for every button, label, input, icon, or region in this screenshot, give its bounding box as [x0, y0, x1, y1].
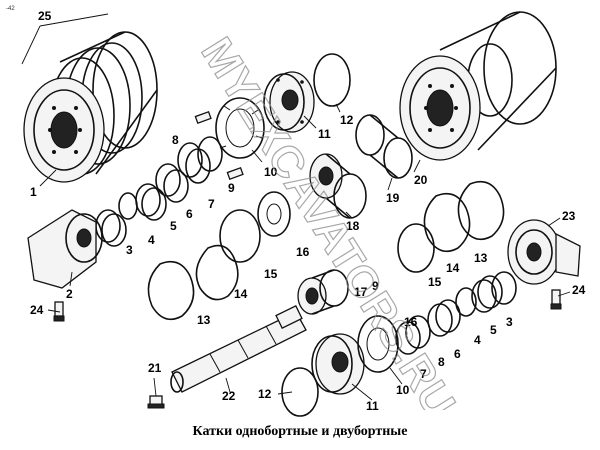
support-bracket-left: [27, 209, 103, 289]
label-3-right: 3: [506, 315, 513, 329]
label-8-right: 8: [438, 355, 445, 369]
label-6-right: 6: [454, 347, 461, 361]
label-19: 19: [386, 191, 400, 205]
bearing-top: [309, 153, 367, 219]
label-1: 1: [30, 185, 37, 199]
label-20: 20: [414, 173, 428, 187]
o-ring-lower: [281, 367, 319, 417]
label-2: 2: [66, 287, 73, 301]
lock-plate-lower: [357, 315, 399, 373]
washer-16-left: [257, 191, 291, 237]
label-16-right: 16: [404, 315, 418, 329]
ring-13-right: [457, 180, 505, 241]
label-10-top: 10: [264, 165, 278, 179]
corner-mark: -42: [6, 6, 15, 12]
shaft: [170, 305, 307, 393]
label-6-left: 6: [186, 207, 193, 221]
label-9-left: 9: [228, 181, 235, 195]
label-15-left: 15: [264, 267, 278, 281]
label-7-right: 7: [420, 367, 427, 381]
label-17: 17: [354, 285, 368, 299]
label-5-left: 5: [170, 219, 177, 233]
label-13-left: 13: [197, 313, 211, 327]
label-16-left: 16: [296, 245, 310, 259]
label-5-right: 5: [490, 323, 497, 337]
lock-plate-top: [215, 97, 265, 159]
plug-21: [147, 395, 165, 409]
double-flange-roller: [23, 31, 158, 183]
ring-14-right: [423, 192, 471, 253]
support-bracket-right: [507, 219, 581, 285]
label-9-right: 9: [372, 279, 379, 293]
label-21: 21: [148, 361, 162, 375]
seal-stack-left: [95, 136, 223, 247]
label-4-right: 4: [474, 333, 481, 347]
seal-stack-right: [395, 271, 517, 355]
label-18: 18: [346, 219, 360, 233]
label-24-left: 24: [30, 303, 44, 317]
label-10-lower: 10: [396, 383, 410, 397]
label-15-right: 15: [428, 275, 442, 289]
label-23: 23: [562, 209, 576, 223]
label-12-top: 12: [340, 113, 354, 127]
label-24-right: 24: [572, 283, 586, 297]
label-22: 22: [222, 389, 236, 403]
flange-cover-lower: [311, 333, 365, 395]
bolt-24-left: [53, 301, 65, 322]
ring-15-left: [219, 209, 261, 263]
label-25: 25: [38, 9, 52, 23]
bearing-lower: [297, 269, 349, 315]
label-4-left: 4: [148, 233, 155, 247]
label-11-lower: 11: [366, 399, 379, 413]
label-12-lower: 12: [258, 387, 272, 401]
label-14-right: 14: [446, 261, 460, 275]
ring-13-left: [147, 260, 195, 321]
bolt-top-9: [194, 110, 244, 180]
bolt-24-right: [550, 289, 562, 310]
single-flange-roller: [399, 11, 557, 161]
part-labels: 25 1 2 3 4 5 6 7 8 9 10 11 12 13 14 15 1…: [30, 9, 586, 413]
flange-cover-top: [263, 71, 315, 133]
ring-14-left: [195, 244, 239, 301]
label-3-left: 3: [126, 243, 133, 257]
ring-15-right: [397, 223, 435, 273]
leader-lines: [21, 13, 571, 401]
label-14-left: 14: [234, 287, 248, 301]
label-13-right: 13: [474, 251, 488, 265]
label-7-left: 7: [208, 197, 215, 211]
label-11-top: 11: [318, 127, 331, 141]
bushing: [355, 114, 413, 179]
o-ring-top: [313, 53, 351, 107]
label-8-left: 8: [172, 133, 179, 147]
diagram-caption: Катки однобортные и двубортные: [192, 424, 408, 439]
